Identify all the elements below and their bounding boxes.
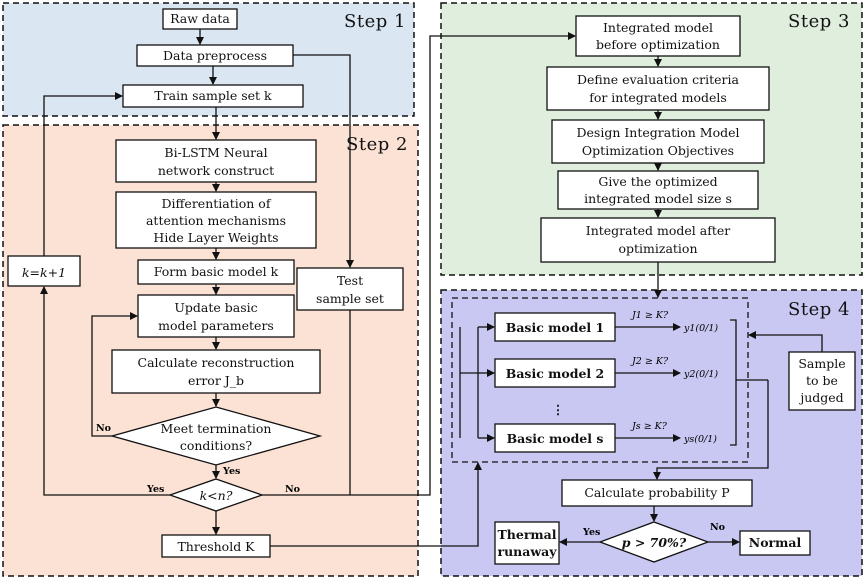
label-no-meet: No bbox=[96, 423, 111, 434]
integrated-after-label-1: Integrated model after bbox=[586, 223, 730, 238]
update-label-1: Update basic bbox=[174, 300, 257, 315]
meet-termination-label-2: conditions? bbox=[180, 438, 253, 453]
calc-prob-node bbox=[561, 479, 753, 507]
basic-model-2-label: Basic model 2 bbox=[506, 366, 604, 381]
form-basic-node bbox=[137, 259, 295, 285]
give-size-label-2: integrated model size s bbox=[584, 191, 732, 206]
normal-label: Normal bbox=[749, 535, 802, 550]
cond-1-label: J1 ≥ K? bbox=[630, 310, 669, 321]
meet-termination-label-1: Meet termination bbox=[161, 421, 272, 436]
vdots: ⋮ bbox=[552, 402, 565, 417]
test-sample-label-2: sample set bbox=[316, 291, 384, 306]
basic-model-1-label: Basic model 1 bbox=[506, 320, 604, 335]
sample-judged-label-2: to be bbox=[806, 373, 838, 388]
k-lt-n-label: k<n? bbox=[200, 488, 233, 503]
cond-2-label: J2 ≥ K? bbox=[630, 356, 669, 367]
data-preprocess-label: Data preprocess bbox=[163, 48, 267, 63]
p-threshold-decision bbox=[598, 521, 710, 563]
label-yes-k: Yes bbox=[146, 484, 164, 495]
y1-label: y1(0/1) bbox=[683, 323, 718, 334]
attention-label-2: attention mechanisms bbox=[146, 213, 286, 228]
threshold-label: Threshold K bbox=[177, 539, 255, 554]
raw-data-label: Raw data bbox=[170, 11, 230, 26]
calc-error-label-1: Calculate reconstruction bbox=[138, 355, 295, 370]
ys-label: ys(0/1) bbox=[683, 434, 717, 445]
label-yes-meet: Yes bbox=[222, 466, 240, 477]
connectors bbox=[40, 29, 823, 547]
calc-error-label-2: error J_b bbox=[188, 373, 244, 388]
basic-model-1-node bbox=[494, 312, 616, 342]
train-sample-node bbox=[122, 84, 304, 108]
attention-node bbox=[115, 191, 317, 249]
label-yes-p: Yes bbox=[582, 527, 600, 538]
bilstm-label-2: network construct bbox=[158, 163, 274, 178]
define-criteria-label-2: for integrated models bbox=[589, 90, 727, 105]
k-update-node bbox=[7, 255, 81, 287]
define-criteria-node bbox=[546, 66, 770, 111]
y2-label: y2(0/1) bbox=[683, 369, 718, 380]
update-node bbox=[137, 294, 295, 338]
integrated-before-node bbox=[575, 15, 741, 57]
step3-label: Step 3 bbox=[788, 11, 850, 32]
sample-judged-label-1: Sample bbox=[798, 356, 845, 371]
normal-node bbox=[739, 530, 811, 556]
attention-label-3: Hide Layer Weights bbox=[153, 230, 278, 245]
test-sample-label-1: Test bbox=[337, 273, 363, 288]
define-criteria-label-1: Define evaluation criteria bbox=[577, 72, 740, 87]
label-no-k: No bbox=[285, 484, 300, 495]
k-update-label: k=k+1 bbox=[22, 265, 66, 280]
p-threshold-label: p > 70%? bbox=[622, 535, 687, 550]
form-basic-label: Form basic model k bbox=[154, 264, 279, 279]
give-size-node bbox=[557, 170, 759, 210]
cond-s-label: Js ≥ K? bbox=[630, 421, 668, 432]
step2-label: Step 2 bbox=[346, 134, 408, 155]
label-no-p: No bbox=[710, 522, 725, 533]
integrated-after-node bbox=[540, 217, 776, 263]
attention-label-1: Differentiation of bbox=[162, 196, 272, 211]
basic-model-s-node bbox=[494, 423, 616, 453]
give-size-label-1: Give the optimized bbox=[598, 174, 717, 189]
sample-judged-label-3: judged bbox=[798, 390, 843, 405]
update-label-2: model parameters bbox=[158, 318, 274, 333]
thermal-runaway-label-1: Thermal bbox=[497, 527, 556, 542]
calc-prob-label: Calculate probability P bbox=[584, 485, 729, 500]
integrated-after-label-2: optimization bbox=[618, 241, 697, 256]
design-objectives-node bbox=[551, 119, 765, 164]
bilstm-node bbox=[115, 139, 317, 183]
basic-model-s-label: Basic model s bbox=[507, 431, 604, 446]
integrated-before-label-2: before optimization bbox=[596, 37, 720, 52]
train-sample-label: Train sample set k bbox=[154, 88, 272, 103]
thermal-runaway-node bbox=[494, 521, 560, 565]
step1-label: Step 1 bbox=[344, 11, 406, 32]
integrated-before-label-1: Integrated model bbox=[603, 20, 713, 35]
design-objectives-label-1: Design Integration Model bbox=[577, 125, 740, 140]
basic-model-2-node bbox=[494, 358, 616, 388]
step4-label: Step 4 bbox=[788, 299, 850, 320]
design-objectives-label-2: Optimization Objectives bbox=[582, 143, 734, 158]
thermal-runaway-label-2: runaway bbox=[498, 544, 558, 559]
bilstm-label-1: Bi-LSTM Neural bbox=[164, 145, 267, 160]
